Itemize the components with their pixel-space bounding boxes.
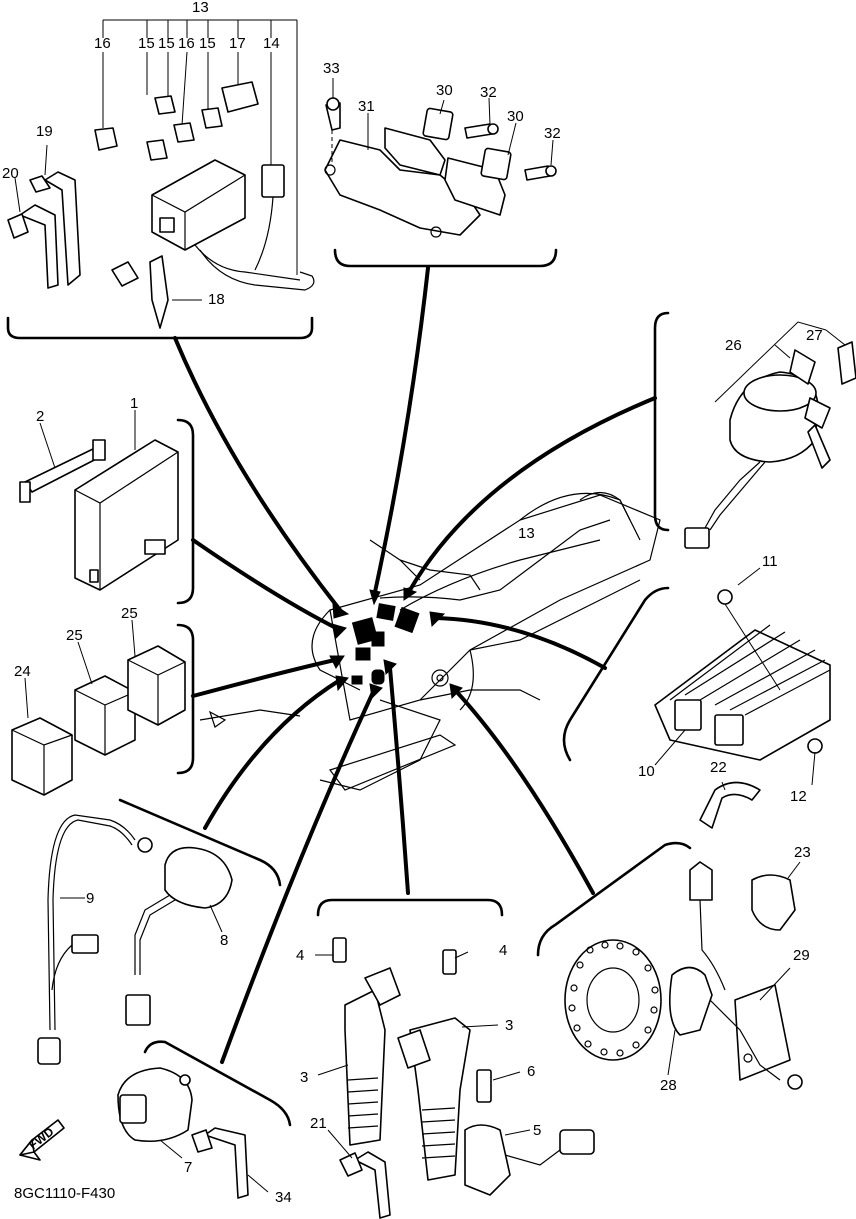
callout-30-b: 30	[507, 108, 524, 125]
clamp-sensor-group	[699, 781, 801, 931]
callout-32-a: 32	[480, 84, 497, 101]
callout-3-b: 3	[300, 1069, 308, 1086]
callout-16-b: 16	[178, 35, 195, 52]
group-braces	[6, 248, 692, 1127]
ecu-group	[19, 410, 179, 591]
callout-15-c: 15	[199, 35, 216, 52]
main-switch-group	[684, 321, 856, 549]
callout-27: 27	[806, 327, 823, 344]
pickup-coil-group	[564, 861, 803, 1090]
callout-17: 17	[229, 35, 246, 52]
callout-14: 14	[263, 35, 280, 52]
ignition-coil-group	[315, 937, 595, 1196]
fuse-box-group	[7, 19, 315, 329]
rectifier-group	[654, 567, 831, 786]
callout-1: 1	[130, 395, 138, 412]
callout-33: 33	[323, 60, 340, 77]
sensor-harness-group	[37, 814, 233, 1065]
callout-12: 12	[790, 788, 807, 805]
switch-straps-group	[117, 1067, 391, 1219]
callout-15-a: 15	[138, 35, 155, 52]
callout-18: 18	[208, 291, 225, 308]
callout-25-b: 25	[121, 605, 138, 622]
callout-16-a: 16	[94, 35, 111, 52]
callout-6: 6	[527, 1063, 535, 1080]
callout-19: 19	[36, 123, 53, 140]
callout-23: 23	[794, 844, 811, 861]
callout-10: 10	[638, 763, 655, 780]
callout-11: 11	[762, 553, 778, 570]
connector-lines	[173, 266, 657, 1064]
callout-2: 2	[36, 408, 44, 425]
relays-group	[11, 619, 186, 796]
callout-24: 24	[14, 663, 31, 680]
callout-34: 34	[275, 1189, 292, 1206]
callout-32-b: 32	[544, 125, 561, 142]
callout-13-top: 13	[192, 0, 209, 16]
relay-bracket-group	[324, 78, 557, 238]
callout-21: 21	[310, 1115, 327, 1132]
callout-7: 7	[184, 1159, 192, 1176]
callout-26: 26	[725, 337, 742, 354]
callout-9: 9	[86, 890, 94, 907]
callout-13-mid: 13	[518, 525, 535, 542]
callout-5: 5	[533, 1122, 541, 1139]
callout-31: 31	[358, 98, 375, 115]
callout-30-a: 30	[436, 82, 453, 99]
diagram-code: 8GC1110-F430	[14, 1185, 115, 1202]
callout-29: 29	[793, 947, 810, 964]
callout-20: 20	[2, 165, 19, 182]
vehicle-body-drawing	[199, 491, 661, 791]
callout-22: 22	[710, 759, 727, 776]
forward-arrow-icon: FWD	[19, 1119, 65, 1161]
callout-15-b: 15	[158, 35, 175, 52]
callout-28: 28	[660, 1077, 677, 1094]
callout-3-a: 3	[505, 1017, 513, 1034]
callout-4-a: 4	[296, 947, 304, 964]
callout-labels: 13 16 15 15 16 15 17 14 19 20 18 33 31 3…	[2, 0, 823, 1206]
callout-4-b: 4	[499, 942, 507, 959]
callout-25-a: 25	[66, 627, 83, 644]
callout-8: 8	[220, 932, 228, 949]
